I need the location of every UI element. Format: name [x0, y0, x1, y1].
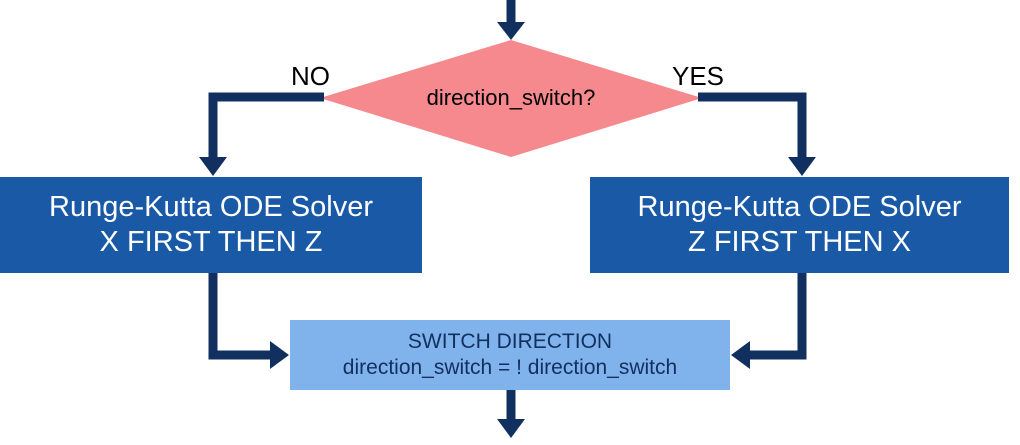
- decision-diamond: [320, 40, 702, 157]
- switch-direction-line1: SWITCH DIRECTION: [407, 330, 613, 353]
- solver-box-z-first-line2: Z FIRST THEN X: [688, 226, 911, 258]
- yes-branch-arrow: [698, 92, 816, 176]
- solver-box-z-first-line1: Runge-Kutta ODE Solver: [637, 191, 962, 223]
- solver-box-x-first: Runge-Kutta ODE Solver X FIRST THEN Z: [0, 177, 422, 273]
- decision-label: direction_switch?: [426, 85, 596, 110]
- switch-direction-line2: direction_switch = ! direction_switch: [342, 356, 678, 379]
- solver-box-z-first: Runge-Kutta ODE Solver Z FIRST THEN X: [590, 177, 1009, 273]
- left-join-arrow: [208, 273, 289, 369]
- switch-direction-box: SWITCH DIRECTION direction_switch = ! di…: [290, 320, 730, 390]
- yes-branch-label: YES: [672, 61, 725, 91]
- right-join-arrow: [731, 273, 807, 369]
- no-branch-label: NO: [291, 61, 330, 91]
- solver-box-x-first-line2: X FIRST THEN Z: [99, 226, 323, 258]
- entry-arrow: [497, 0, 525, 40]
- solver-box-x-first-line1: Runge-Kutta ODE Solver: [49, 191, 373, 223]
- exit-arrow: [497, 390, 525, 438]
- no-branch-arrow: [199, 92, 324, 176]
